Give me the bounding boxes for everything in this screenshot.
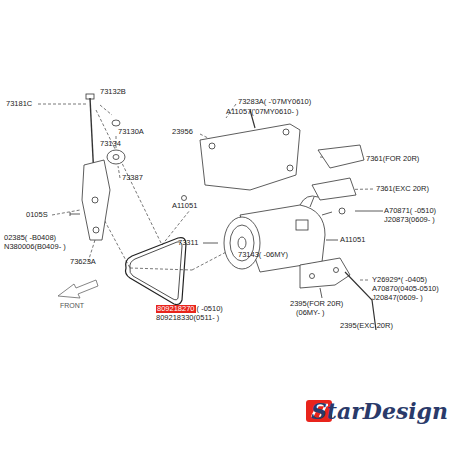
part-number: 2395(FOR 20R) [290, 300, 343, 308]
part-number: 73623A [70, 258, 96, 266]
part-number: A11057('07MY0610- ) [226, 108, 299, 116]
part-number: 809218330(0511- ) [156, 314, 219, 322]
logo-text: StarDesign [311, 399, 448, 423]
part-number: 02385( -B0408) [4, 234, 56, 242]
part-number: A11051 [340, 236, 365, 244]
part-number: 73387 [122, 174, 143, 182]
part-number: 73134 [100, 140, 121, 148]
part-number: 23956 [172, 128, 193, 136]
part-number: 7361(EXC 20R) [376, 185, 429, 193]
part-number: 73132B [100, 88, 126, 96]
part-number: 73181C [6, 100, 32, 108]
part-number: Y26929*( -0405) [372, 276, 427, 284]
part-number: A70870(0405-0510) [372, 285, 439, 293]
part-number: A11051 [172, 202, 197, 210]
part-number: 73130A [118, 128, 144, 136]
part-number: 73283A( -'07MY0610) [238, 98, 311, 106]
part-number: 73311 [178, 239, 198, 247]
part-number: 809218270 [156, 305, 196, 313]
part-number: ( -0510) [197, 305, 223, 313]
direction-label: FRONT [60, 302, 84, 310]
part-number: 0105S [26, 211, 48, 219]
part-number: J20873(0609- ) [384, 216, 435, 224]
part-number: 2395(EXC 20R) [340, 322, 393, 330]
part-number: 7361(FOR 20R) [366, 155, 419, 163]
part-number: A70871( -0510) [384, 207, 436, 215]
part-number: (06MY- ) [296, 309, 324, 317]
part-number: N380006(B0409- ) [4, 243, 66, 251]
part-number: 73143( -06MY) [238, 251, 288, 259]
part-number: J20847(0609- ) [372, 294, 423, 302]
